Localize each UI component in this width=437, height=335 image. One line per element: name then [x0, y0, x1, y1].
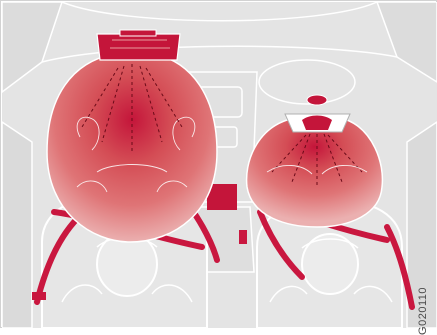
illustration-frame: G020110: [0, 0, 437, 328]
passenger-buckle: [239, 230, 247, 244]
driver-buckle: [32, 292, 46, 300]
airbag-deployment-illustration: [2, 2, 437, 328]
